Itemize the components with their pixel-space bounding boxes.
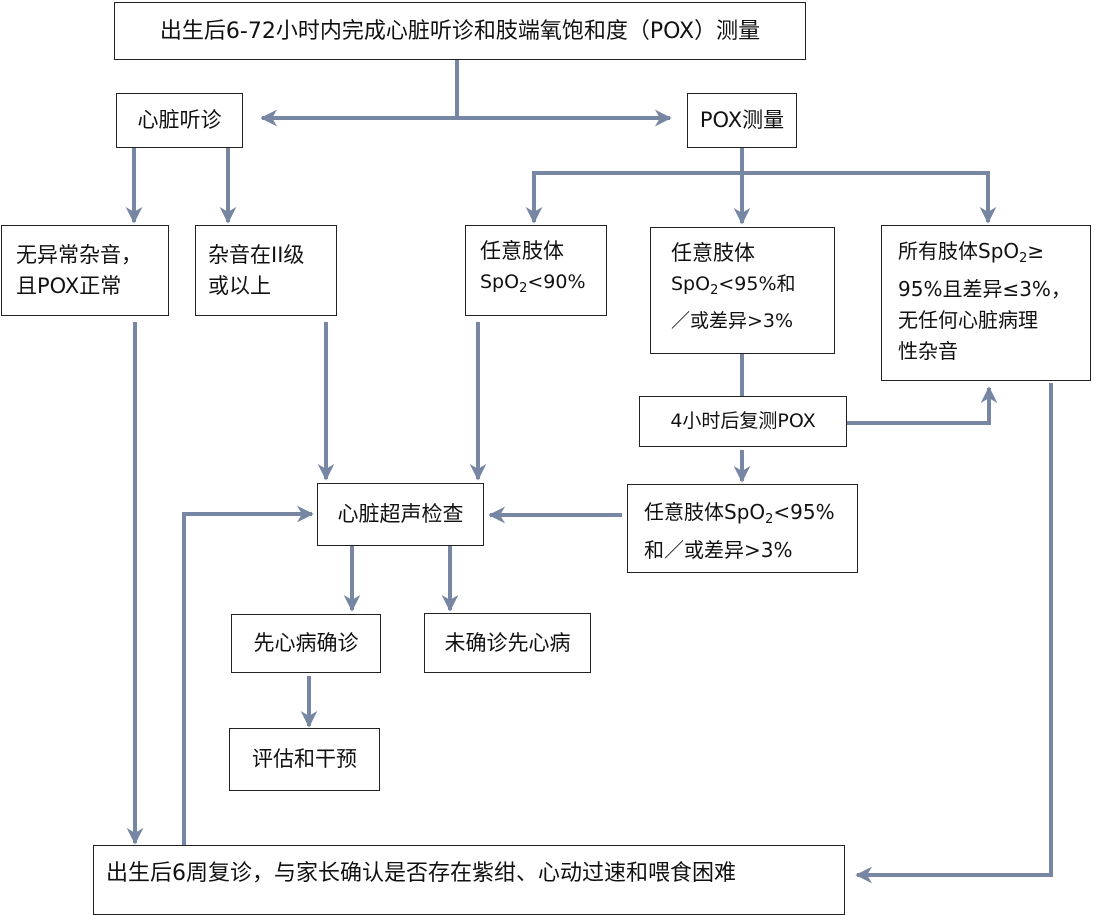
node-pox-label: POX测量 [699,108,785,132]
node-followup: 出生后6周复诊，与家长确认是否存在紫绀、心动过速和喂食困难 [93,845,845,915]
node-recheck-label: 4小时后复测POX [670,410,816,432]
node-chd-confirmed: 先心病确诊 [231,614,381,673]
node-no-murmur: 无异常杂音， 且POX正常 [1,225,169,316]
node-chd-confirmed-label: 先心病确诊 [253,631,359,655]
node-recheck-abnormal: 任意肢体SpO2<95% 和／或差异>3% [627,484,858,573]
node-spo2-lt90: 任意肢体 SpO2<90% [465,225,607,316]
node-all-normal: 所有肢体SpO2≥ 95%且差异≤3%， 无任何心脏病理 性杂音 [881,225,1091,381]
arrow-followup-to-echo [182,505,314,846]
node-chd-not-confirmed: 未确诊先心病 [424,613,591,673]
node-all-normal-line3: 无任何心脏病理 [898,308,1038,332]
node-murmur-grade2: 杂音在II级 或以上 [195,225,337,316]
node-chd-not-confirmed-label: 未确诊先心病 [444,630,571,655]
arrow-recheck-to-normal [846,386,998,425]
node-followup-label: 出生后6周复诊，与家长确认是否存在紫绀、心动过速和喂食困难 [106,861,736,886]
node-all-normal-line2: 95%且差异≤3%， [898,277,1071,301]
node-murmur-line2: 或以上 [208,274,271,298]
node-start-label: 出生后6-72小时内完成心脏听诊和肢端氧饱和度（POX）测量 [159,18,761,44]
node-no-murmur-line2: 且POX正常 [16,274,122,298]
node-spo2-lt95-line3: ／或差异>3% [671,310,794,332]
node-echo: 心脏超声检查 [317,483,484,546]
node-echo-label: 心脏超声检查 [337,502,464,526]
node-assess-label: 评估和干预 [252,747,357,771]
node-recheck-abnormal-line1: 任意肢体SpO2<95% [644,500,835,527]
node-auscultation-label: 心脏听诊 [137,108,222,132]
node-assess: 评估和干预 [229,728,380,791]
node-pox: POX测量 [687,93,797,148]
node-start: 出生后6-72小时内完成心脏听诊和肢端氧饱和度（POX）测量 [114,2,806,60]
node-spo2-lt95-line2: SpO2<95%和 [671,273,796,298]
node-auscultation: 心脏听诊 [116,93,243,148]
node-spo2-lt95: 任意肢体 SpO2<95%和 ／或差异>3% [650,227,835,354]
node-all-normal-line1: 所有肢体SpO2≥ [898,239,1045,266]
node-no-murmur-line1: 无异常杂音， [16,243,142,267]
node-spo2-lt90-line1: 任意肢体 [480,239,564,263]
node-recheck-abnormal-line2: 和／或差异>3% [644,538,793,562]
node-spo2-lt90-line2: SpO2<90% [480,271,586,296]
node-spo2-lt95-line1: 任意肢体 [671,241,755,265]
node-all-normal-line4: 性杂音 [898,339,958,363]
node-murmur-line1: 杂音在II级 [208,243,305,267]
node-recheck: 4小时后复测POX [639,396,847,447]
arrow-normal-to-followup [855,383,1053,884]
